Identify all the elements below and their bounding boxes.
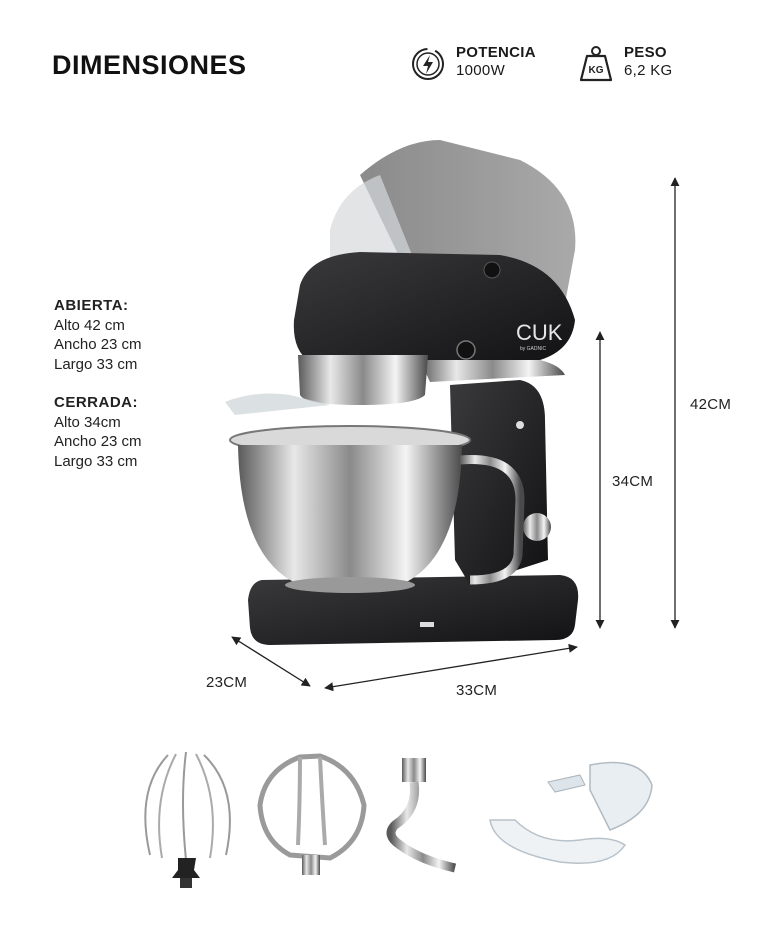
closed-heading: CERRADA: [54,394,138,411]
open-heading: ABIERTA: [54,297,129,314]
label-height-open: 42CM [690,396,732,413]
splash-guard-accessory [489,761,653,864]
closed-width: Ancho 23 cm [54,433,142,450]
kg-weight-icon: KG [579,46,613,82]
label-width: 23CM [206,674,248,691]
weight-label: PESO [624,44,667,61]
power-spec: POTENCIA 1000W [410,44,536,84]
closed-height: Alto 34cm [54,413,121,431]
power-label: POTENCIA [456,44,536,61]
brand-sub: by GADNIC [520,346,547,352]
power-value: 1000W [456,62,506,79]
mixer-bowl [225,393,525,593]
flat-beater-accessory [257,753,367,875]
dough-hook-accessory [386,758,457,873]
whisk-accessory [144,751,231,888]
arrow-length [324,643,578,692]
weight-value: 6,2 KG [624,62,673,79]
open-length: Largo 33 cm [54,355,138,373]
brand-logo: CUK [516,320,563,345]
page-title: DIMENSIONES [52,50,247,80]
lightning-bolt-icon [412,48,444,80]
closed-length: Largo 33 cm [54,452,138,470]
kg-icon-text: KG [589,65,604,76]
mixer-column [450,380,551,585]
open-height: Alto 42 cm [54,316,125,334]
open-dimensions: ABIERTA: Alto 42 cm Ancho 23 cm Largo 33… [54,296,142,374]
open-width: Ancho 23 cm [54,336,142,353]
arrow-width [231,636,311,687]
label-height-closed: 34CM [612,473,654,490]
mixer-head: CUK by GADNIC [293,252,575,405]
closed-dimensions: CERRADA: Alto 34cm Ancho 23 cm Largo 33 … [54,393,142,471]
label-length: 33CM [456,682,498,699]
weight-spec: KG PESO 6,2 KG [578,44,673,84]
